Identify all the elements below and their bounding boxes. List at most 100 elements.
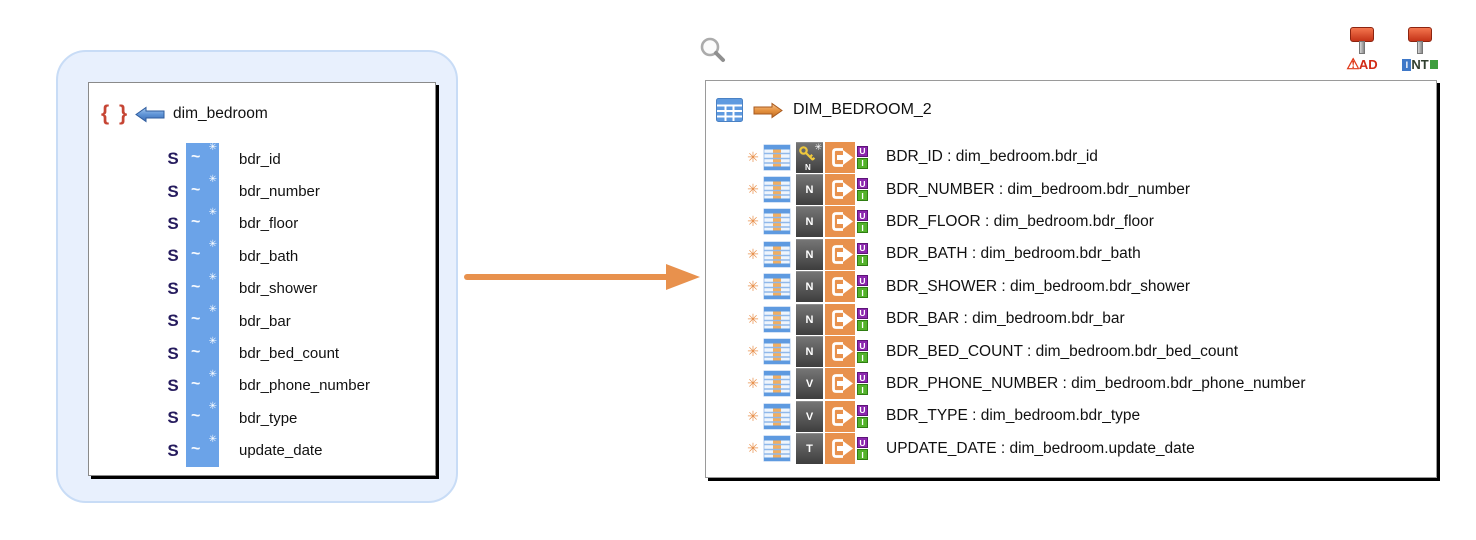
update-insert-badges: U I [857,437,868,461]
snowflake-icon: ✳ [208,336,217,348]
target-column-row[interactable]: ✳ ✳ N U I BDR_BATH : [706,238,1436,270]
source-field-row[interactable]: S ✳ ~ bdr_bar [89,304,435,338]
mapping-arrow[interactable] [462,257,704,297]
table-column-icon [763,306,791,333]
target-column-row[interactable]: ✳ ✳ N U I BDR_BED_COU [706,335,1436,368]
mandatory-asterisk-icon: ✳ [747,181,759,198]
update-insert-badges: U I [857,340,868,364]
warning-icon: ⚠ [1346,55,1360,73]
output-arrow-icon [825,368,855,400]
type-square: ✳ N [796,141,823,173]
source-field-row[interactable]: S ✳ ~ bdr_id [89,143,435,176]
target-column-row[interactable]: ✳ ✳ N U I BDR_BAR : d [706,303,1436,335]
target-node-box[interactable]: DIM_BEDROOM_2 ✳ ✳ N [705,80,1437,478]
tilde-icon: ~ [191,407,201,425]
table-column-icon [763,403,791,430]
update-insert-badges: U I [857,145,868,169]
target-column-list: ✳ ✳ N U I BDR_ID : di [706,141,1436,465]
string-type-icon: S [167,213,179,233]
table-column-icon [763,176,791,203]
string-type-icon: S [167,149,179,169]
tilde-icon: ~ [191,148,201,166]
update-insert-badges: U I [857,372,868,396]
update-key-badge: U [857,340,868,352]
insert-badge: I [857,384,868,396]
snowflake-icon: ✳ [208,271,217,283]
template-tool-stem [1359,41,1365,54]
template-icons: ⚠ AD I NT [1336,27,1446,73]
insert-badge: I [857,190,868,202]
mandatory-asterisk-icon: ✳ [747,278,759,295]
source-field-row[interactable]: S ✳ ~ bdr_bath [89,240,435,273]
target-column-mapping-text: UPDATE_DATE : dim_bedroom.update_date [886,439,1195,457]
target-column-row[interactable]: ✳ ✳ T U I UPDATE_DATE [706,433,1436,465]
field-flag-strip-icon: ✳ ~ [186,304,219,338]
source-field-row[interactable]: S ✳ ~ bdr_type [89,402,435,435]
insert-badge: I [857,319,868,331]
column-type-letter: N [805,162,811,172]
output-arrow-icon [825,141,855,173]
type-square: ✳ N [796,206,823,238]
update-insert-badges: U I [857,307,868,331]
mandatory-asterisk-icon: ✳ [747,310,759,327]
source-field-row[interactable]: S ✳ ~ bdr_shower [89,271,435,305]
update-insert-badges: U I [857,404,868,428]
table-column-icon [763,370,791,397]
tilde-icon: ~ [191,310,201,328]
column-type-letter: V [805,378,814,391]
snowflake-icon: ✳ [208,174,217,186]
source-node-container[interactable]: { } dim_bedroom S ✳ ~ bdr_id S [56,50,458,503]
integration-green-square [1429,60,1438,69]
update-key-badge: U [857,404,868,416]
source-field-row[interactable]: S ✳ ~ bdr_phone_number [89,368,435,403]
tilde-icon: ~ [191,440,201,458]
update-key-badge: U [857,242,868,254]
table-column-icon [763,435,791,462]
mandatory-asterisk-icon: ✳ [747,213,759,230]
snowflake-icon: ✳ [208,206,217,218]
field-flag-strip-icon: ✳ ~ [186,240,219,273]
target-column-row[interactable]: ✳ ✳ N U I BDR_SHOWER [706,271,1436,303]
source-field-row[interactable]: S ✳ ~ bdr_bed_count [89,336,435,370]
source-field-row[interactable]: S ✳ ~ bdr_number [89,174,435,208]
target-direction-right-arrow-icon [753,102,783,118]
source-field-row[interactable]: S ✳ ~ bdr_floor [89,206,435,241]
load-template-icon[interactable]: ⚠ AD [1336,27,1388,73]
field-flag-strip-icon: ✳ ~ [186,368,219,403]
type-square: ✳ V [796,400,823,432]
update-key-badge: U [857,372,868,384]
target-column-row[interactable]: ✳ ✳ N U I BDR_NUMBER [706,173,1436,206]
integration-label-i: I [1402,58,1412,71]
integration-label-nt: NT [1411,57,1429,72]
target-column-mapping-text: BDR_BAR : dim_bedroom.bdr_bar [886,310,1125,328]
string-type-icon: S [167,408,179,428]
column-type-letter: N [805,346,814,359]
string-type-icon: S [167,311,179,331]
target-column-row[interactable]: ✳ ✳ N U I BDR_ID : di [706,141,1436,173]
snowflake-icon: ✳ [208,368,217,380]
insert-badge: I [857,352,868,364]
primary-key-icon [799,145,816,161]
source-field-name: bdr_number [239,183,320,201]
table-column-icon [763,208,791,235]
output-arrow-icon [825,206,855,238]
template-tool-head [1350,27,1374,42]
update-key-badge: U [857,210,868,222]
target-header[interactable]: DIM_BEDROOM_2 [716,95,1436,125]
source-header[interactable]: { } dim_bedroom [101,99,435,129]
integration-template-icon[interactable]: I NT [1394,27,1446,73]
table-column-icon [763,338,791,365]
insert-badge: I [857,222,868,234]
update-key-badge: U [857,275,868,287]
source-field-name: bdr_phone_number [239,377,370,395]
field-flag-strip-icon: ✳ ~ [186,206,219,241]
type-square: ✳ V [796,368,823,400]
json-braces-icon: { } [101,102,130,125]
target-column-row[interactable]: ✳ ✳ V U I BDR_PHONE_N [706,368,1436,400]
search-icon[interactable] [698,36,728,66]
target-column-row[interactable]: ✳ ✳ N U I BDR_FLOOR : [706,206,1436,238]
source-field-row[interactable]: S ✳ ~ update_date [89,434,435,467]
source-node-box[interactable]: { } dim_bedroom S ✳ ~ bdr_id S [88,82,436,476]
target-column-row[interactable]: ✳ ✳ V U I BDR_TYPE : [706,400,1436,432]
field-flag-strip-icon: ✳ ~ [186,174,219,208]
